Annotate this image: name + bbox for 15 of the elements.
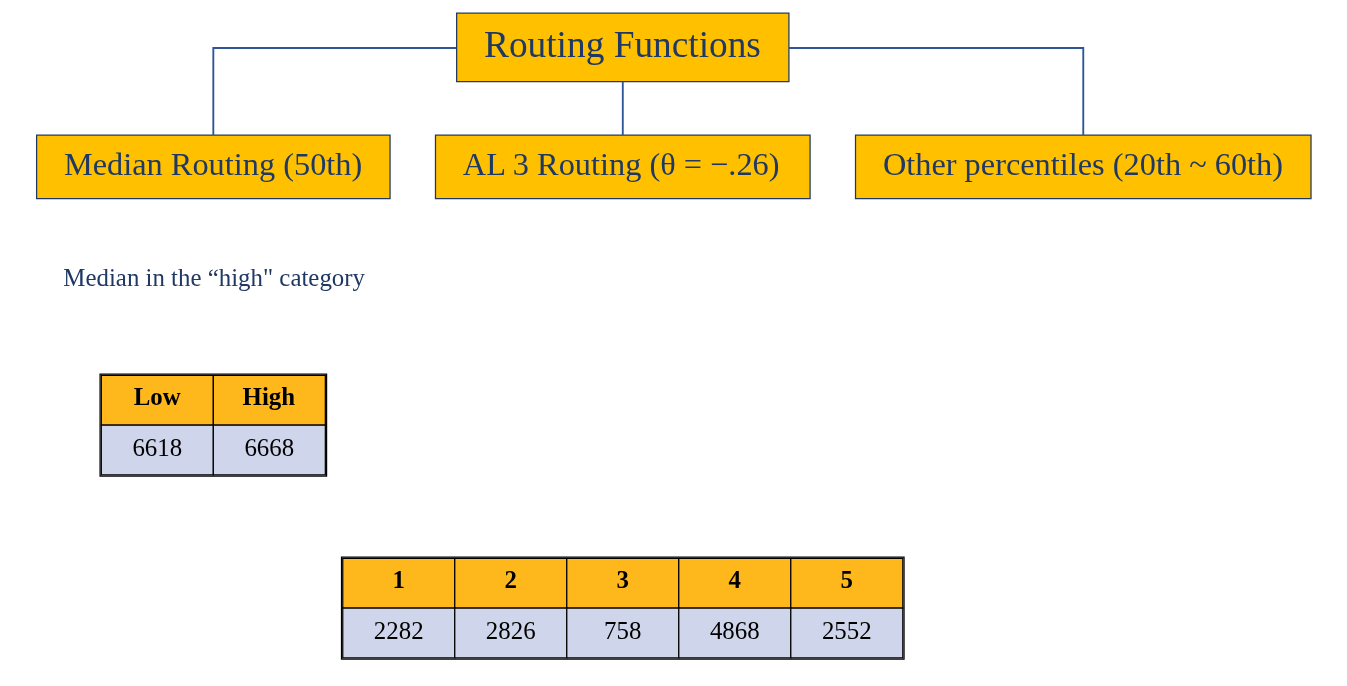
label: 2282 (373, 617, 424, 645)
label: 5 (840, 566, 854, 594)
label: 2 (504, 566, 517, 594)
label: 3 (616, 566, 629, 594)
label: 4868 (709, 617, 760, 645)
label: 1 (392, 566, 405, 594)
label: 758 (604, 617, 642, 645)
label: Low (133, 383, 181, 411)
label: 4 (728, 566, 742, 594)
label: High (242, 383, 296, 411)
label: 2552 (821, 617, 872, 645)
label: 6618 (132, 434, 183, 462)
label: 2826 (485, 617, 536, 645)
node-label: Median in the “high" category (63, 263, 366, 291)
label: 6668 (244, 434, 295, 462)
